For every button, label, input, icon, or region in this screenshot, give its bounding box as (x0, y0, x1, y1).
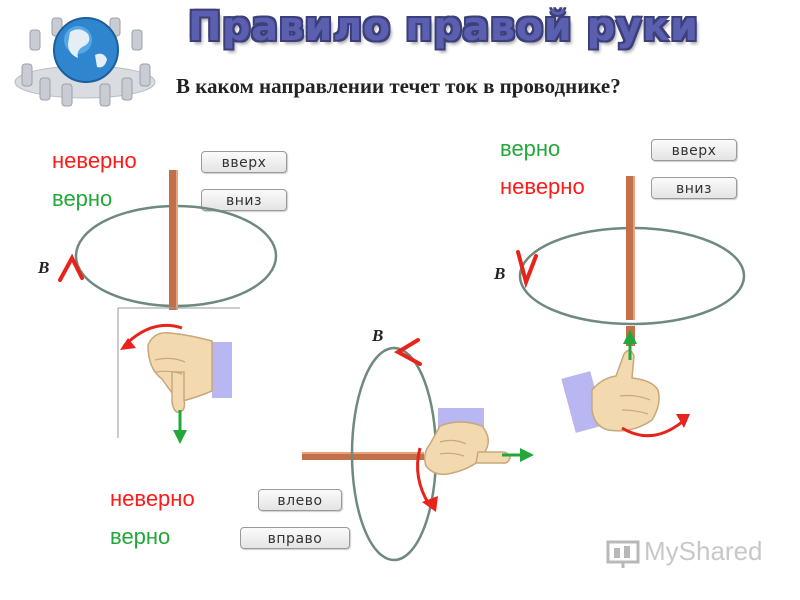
middle-field-arrow-icon (393, 338, 422, 366)
question-text: В каком направлении течет ток в проводни… (176, 74, 621, 98)
middle-right-button[interactable]: вправо (240, 527, 350, 549)
middle-diagram (302, 338, 534, 562)
page-title: Правило правой руки (188, 4, 699, 50)
left-up-button[interactable]: вверх (201, 151, 287, 173)
middle-left-button[interactable]: влево (258, 489, 342, 511)
right-answer-wrong[interactable]: неверно (500, 174, 585, 199)
globe-conference-icon (14, 17, 156, 107)
right-up-button[interactable]: вверх (651, 139, 737, 161)
right-b-label: B (494, 264, 506, 283)
right-rotation-arrow-icon (621, 420, 683, 438)
middle-hand-icon (423, 421, 511, 476)
middle-answer-wrong[interactable]: неверно (110, 486, 195, 511)
left-down-button[interactable]: вниз (201, 189, 287, 211)
middle-answer-correct[interactable]: верно (110, 524, 171, 549)
left-answer-wrong[interactable]: неверно (52, 148, 137, 173)
left-wire (169, 170, 178, 310)
left-sleeve (212, 342, 232, 398)
left-diagram (58, 170, 278, 444)
right-diagram (516, 176, 746, 438)
right-down-button[interactable]: вниз (651, 177, 737, 199)
right-hand-icon (591, 349, 660, 432)
right-wire (626, 176, 635, 320)
right-answer-correct[interactable]: верно (500, 136, 561, 161)
left-answer-correct[interactable]: верно (52, 186, 113, 211)
right-field-arrow-icon (516, 250, 538, 289)
logo-text: MyShared (644, 536, 763, 566)
left-b-label: B (38, 258, 50, 277)
left-hand-icon (147, 332, 213, 414)
left-field-arrow-icon (58, 253, 84, 282)
middle-wire (302, 452, 424, 460)
middle-b-label: B (372, 326, 384, 345)
logo-icon (606, 540, 640, 568)
